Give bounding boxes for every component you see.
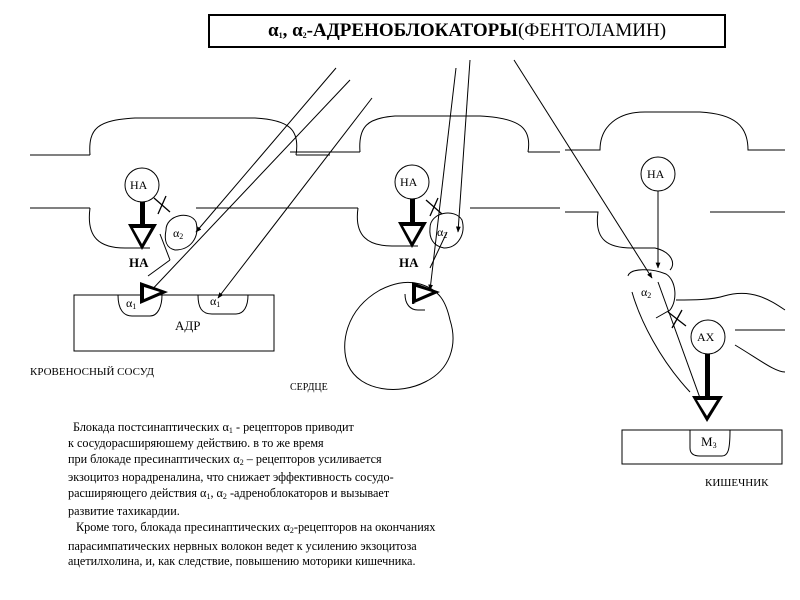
- title-drug: (ФЕНТОЛАМИН): [517, 20, 667, 41]
- text-line: Кроме того, блокада пресинаптических α2-…: [76, 519, 436, 535]
- adr-label: АДР: [175, 318, 201, 333]
- bold-arrows: [128, 199, 723, 422]
- text-line: экзоцитоз норадреналина, что снижает эфф…: [68, 470, 394, 485]
- text-line: к сосудорасширяюшему действию. в то же в…: [68, 436, 324, 450]
- title-alpha: α: [267, 20, 279, 41]
- gut-m3-label: М3: [701, 434, 717, 450]
- gut-nerve-terminal: [565, 111, 786, 393]
- vessel-alpha1-extra-label: α1: [210, 294, 221, 309]
- vessel-alpha1-post: [117, 294, 163, 317]
- title-main: -АДРЕНОБЛОКАТОРЫ: [306, 20, 518, 41]
- text-line: ацетилхолина, и, как следствие, повышени…: [68, 554, 416, 569]
- drug-lines: [145, 59, 653, 299]
- vessel-wall: [73, 294, 275, 352]
- heart-receptor-label: 1: [411, 296, 416, 307]
- heart-na-label: НА: [400, 175, 418, 189]
- vessel-na-label: НА: [130, 178, 148, 192]
- text-line: при блокаде пресинаптических α2 – рецепт…: [68, 451, 382, 467]
- gut-alpha2-label: α2: [641, 285, 652, 300]
- vessel-na-released: НА: [129, 255, 149, 270]
- gut-label: КИШЕЧНИК: [705, 477, 769, 489]
- heart-na-released: НА: [399, 255, 419, 270]
- block-crosses: [153, 195, 687, 329]
- text-line: парасимпатических нервных волокон ведет …: [68, 538, 417, 553]
- vessel-label: КРОВЕНОСНЫЙ СОСУД: [30, 366, 154, 378]
- gut-m3-receptor: [689, 429, 731, 457]
- gut-wall: [621, 429, 783, 465]
- heart-nerve-terminal: [290, 115, 560, 249]
- page-title: α1, α2-АДРЕНОБЛОКАТОРЫ (ФЕНТОЛАМИН): [208, 14, 726, 48]
- text-line: расширяющего действия α1, α2 -адреноблок…: [68, 485, 390, 501]
- heart-label: СЕРДЦЕ: [290, 382, 328, 393]
- explanation-text: Блокада постсинаптических α1 - рецепторо…: [73, 420, 354, 439]
- heart-receptor: [404, 293, 425, 311]
- vessel-alpha1-extra: [197, 294, 249, 315]
- gut-na-label: НА: [647, 167, 665, 181]
- explanation-body: к сосудорасширяюшему действию. в то же в…: [68, 436, 435, 570]
- text-line: развитие тахикардии.: [68, 504, 180, 519]
- gut-ax-label: АХ: [697, 330, 715, 344]
- heart-cell: [344, 281, 454, 390]
- vessel-alpha2-label: α2: [173, 226, 184, 241]
- heart-alpha2-label: α2: [437, 225, 448, 240]
- text-line: Блокада постсинаптических α1 - рецепторо…: [73, 420, 354, 435]
- vessel-alpha1-label: α1: [126, 296, 137, 311]
